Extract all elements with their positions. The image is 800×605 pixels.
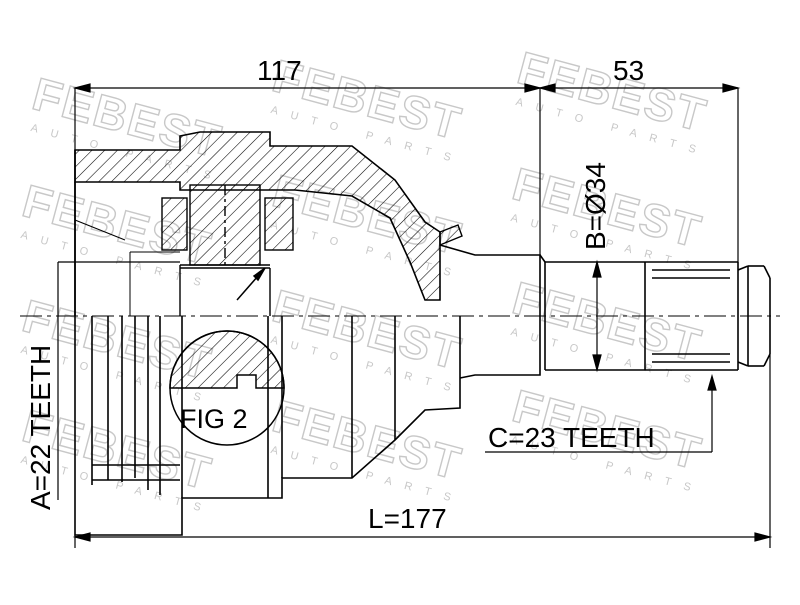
dimension-c-teeth bbox=[485, 373, 717, 453]
housing-body bbox=[74, 150, 461, 536]
housing-section bbox=[74, 131, 463, 316]
dimension-b-diameter bbox=[592, 259, 602, 373]
watermark-logo: FEBEST AUTO PARTS bbox=[507, 157, 709, 275]
dimension-a-label: A=22 TEETH bbox=[25, 345, 56, 510]
dimension-c-label: C=23 TEETH bbox=[488, 422, 655, 453]
dimension-117 bbox=[72, 83, 543, 255]
watermark-logo: FEBEST AUTO PARTS bbox=[267, 279, 469, 397]
dimension-53 bbox=[537, 83, 741, 262]
dimension-117-label: 117 bbox=[257, 55, 302, 86]
dimension-b-label: B=Ø34 bbox=[580, 162, 611, 250]
fig2-label: FIG 2 bbox=[180, 404, 248, 434]
output-shaft bbox=[439, 244, 771, 379]
dimension-l-177 bbox=[72, 354, 773, 548]
dimension-l-label: L=177 bbox=[368, 503, 447, 534]
dimension-a-teeth bbox=[57, 261, 75, 500]
watermark-logo: FEBEST AUTO PARTS bbox=[267, 389, 469, 507]
watermark-logo: FEBEST AUTO PARTS bbox=[507, 271, 709, 389]
fig2-detail bbox=[169, 267, 285, 446]
tripod-spider bbox=[161, 184, 294, 316]
dimension-53-label: 53 bbox=[613, 55, 644, 86]
